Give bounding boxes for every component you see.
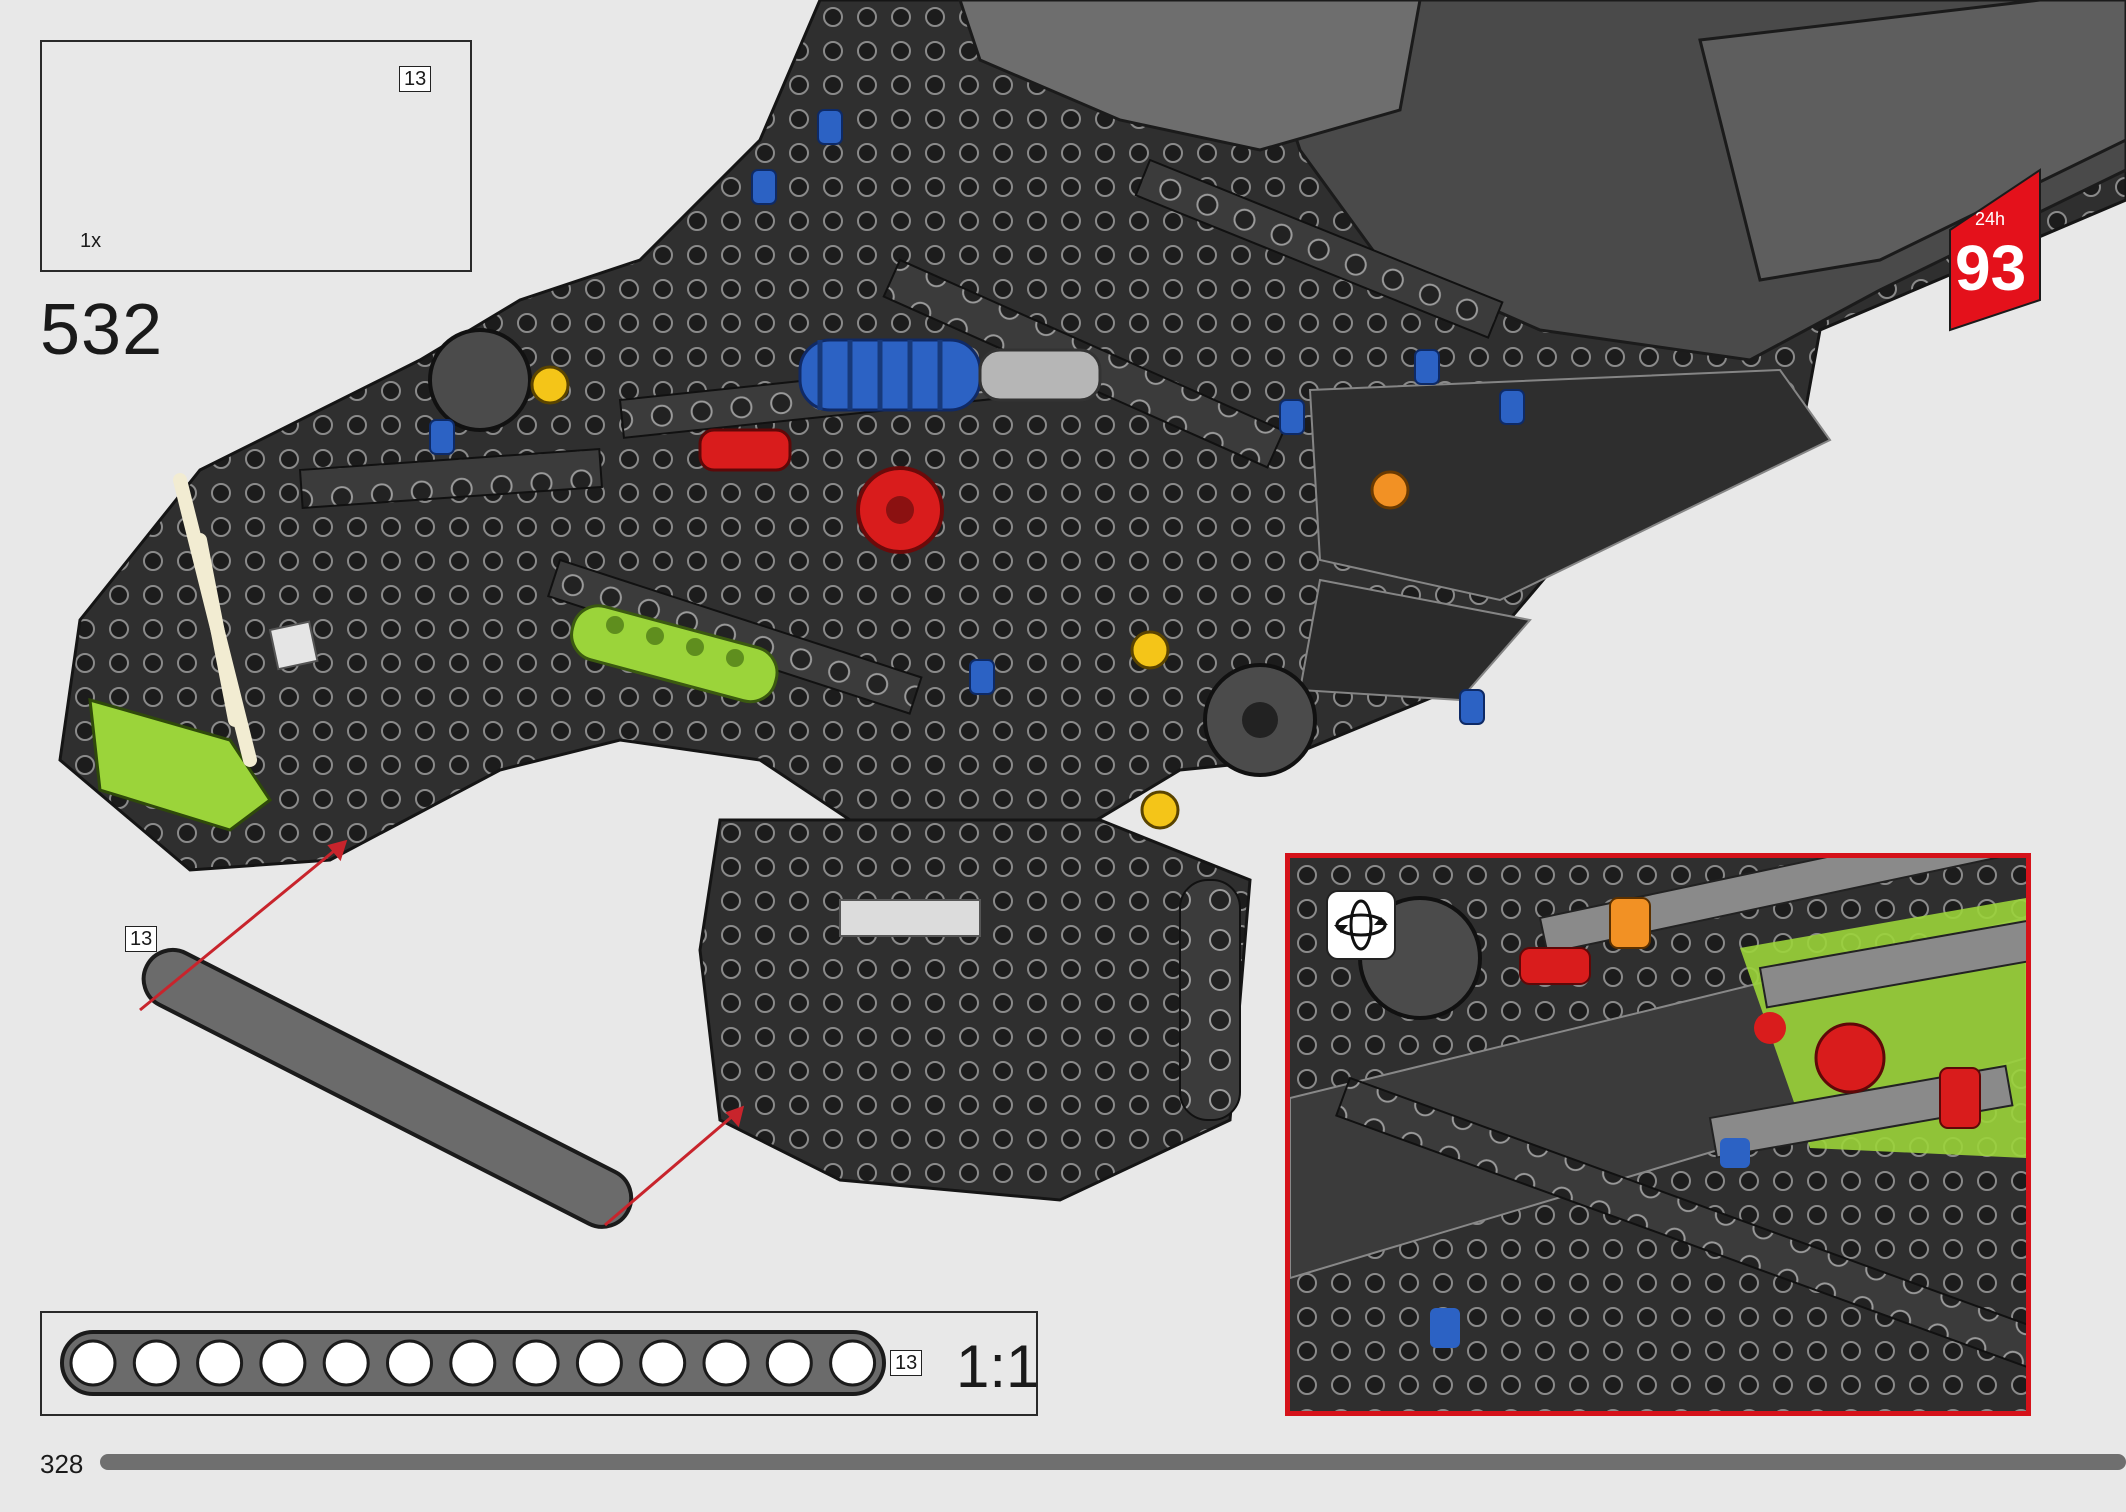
scale-beam-hole	[575, 1339, 623, 1387]
parts-list-callout: 13 1x	[40, 40, 472, 272]
subview-illustration	[1290, 858, 2026, 1411]
beam-callout-label: 13	[125, 926, 158, 952]
progress-bar	[100, 1454, 2126, 1470]
race-number-decal: 93 24h	[1949, 168, 2041, 332]
scale-beam-hole	[69, 1339, 117, 1387]
scale-beam-hole	[386, 1339, 433, 1387]
scale-beam-hole	[512, 1339, 560, 1387]
scale-beam-hole	[639, 1339, 687, 1387]
scale-beam-hole	[322, 1339, 370, 1387]
step-number: 532	[40, 290, 164, 370]
scale-beam-hole	[702, 1339, 750, 1387]
scale-beam-hole	[132, 1339, 180, 1387]
scale-beam-hole	[196, 1339, 244, 1387]
race-number-text: 93	[1955, 232, 2026, 304]
scale-beam-13	[60, 1330, 886, 1396]
scale-length-label: 13	[890, 1350, 923, 1376]
rotate-model-icon	[1326, 890, 1396, 960]
badge-24h-text: 24h	[1975, 209, 2005, 229]
scale-beam-hole	[829, 1339, 877, 1387]
scale-beam-hole	[765, 1339, 813, 1387]
new-beam-13	[141, 948, 634, 1229]
page-number: 328	[40, 1449, 84, 1479]
placement-arrows	[139, 839, 745, 1227]
chassis: 93 24h	[58, 0, 2126, 1202]
scale-beam-hole	[449, 1339, 497, 1387]
shock-absorber	[798, 338, 1102, 412]
parts-length-label: 13	[399, 66, 432, 92]
parts-quantity: 1x	[80, 230, 102, 252]
scale-ratio: 1:1	[956, 1333, 1040, 1400]
detail-subview	[1285, 853, 2031, 1416]
scale-beam-hole	[259, 1339, 307, 1387]
